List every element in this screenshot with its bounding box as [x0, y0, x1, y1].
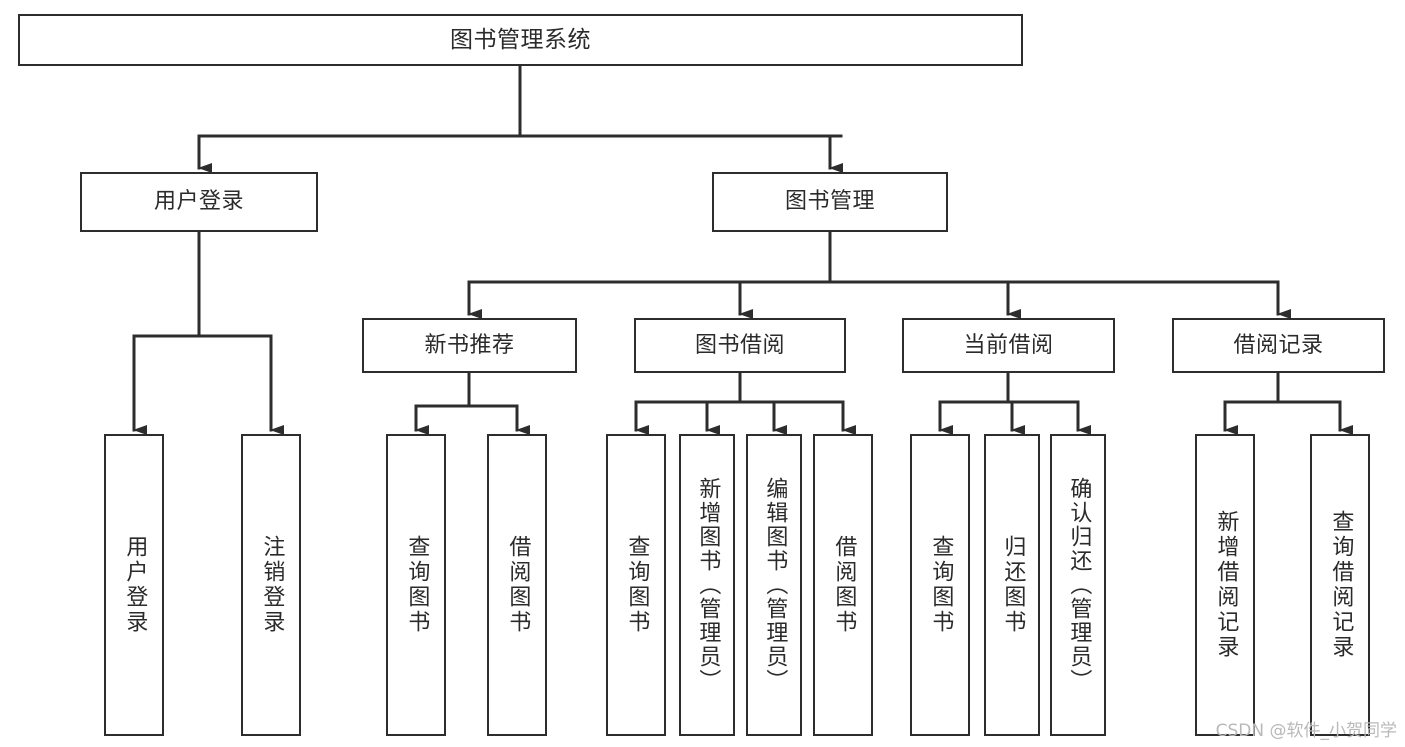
node-current-borrow[interactable]: 当前借阅 [902, 318, 1115, 373]
node-leaf-logout[interactable]: 注销登录 [241, 434, 301, 736]
watermark: CSDN @软件_小贺同学 [1215, 721, 1397, 741]
node-leaf-query-book-1[interactable]: 查询图书 [386, 434, 446, 736]
node-new-book-recommend[interactable]: 新书推荐 [362, 318, 577, 373]
node-leaf-add-record-label: 新增借阅记录 [1213, 510, 1239, 660]
node-root-label: 图书管理系统 [450, 26, 591, 53]
node-leaf-borrow-book-1[interactable]: 借阅图书 [487, 434, 547, 736]
node-book-borrow-label: 图书借阅 [694, 332, 785, 358]
node-leaf-return-book[interactable]: 归还图书 [984, 434, 1040, 736]
node-leaf-add-book-label: 新增图书（管理员） [695, 477, 721, 693]
node-leaf-edit-book[interactable]: 编辑图书（管理员） [746, 434, 802, 736]
node-user-login-label: 用户登录 [153, 189, 244, 215]
node-book-borrow[interactable]: 图书借阅 [634, 318, 846, 373]
node-new-book-recommend-label: 新书推荐 [424, 332, 515, 358]
node-leaf-user-login[interactable]: 用户登录 [104, 434, 164, 736]
node-root[interactable]: 图书管理系统 [18, 14, 1023, 66]
node-leaf-edit-book-label: 编辑图书（管理员） [762, 477, 788, 693]
node-leaf-query-record[interactable]: 查询借阅记录 [1310, 434, 1370, 736]
node-leaf-borrow-book-2-label: 借阅图书 [831, 535, 857, 635]
node-leaf-query-book-2[interactable]: 查询图书 [606, 434, 666, 736]
node-leaf-borrow-book-1-label: 借阅图书 [505, 535, 531, 635]
node-user-login[interactable]: 用户登录 [80, 172, 318, 232]
node-leaf-add-record[interactable]: 新增借阅记录 [1195, 434, 1255, 736]
node-book-manage-label: 图书管理 [784, 189, 875, 215]
node-leaf-query-book-3-label: 查询图书 [928, 535, 954, 635]
node-borrow-record-label: 借阅记录 [1233, 332, 1324, 358]
node-borrow-record[interactable]: 借阅记录 [1172, 318, 1385, 373]
node-leaf-confirm-return[interactable]: 确认归还（管理员） [1050, 434, 1106, 736]
node-leaf-logout-label: 注销登录 [259, 535, 285, 635]
node-book-manage[interactable]: 图书管理 [712, 172, 948, 232]
node-leaf-return-book-label: 归还图书 [1000, 535, 1026, 635]
node-leaf-query-record-label: 查询借阅记录 [1328, 510, 1354, 660]
node-current-borrow-label: 当前借阅 [963, 332, 1054, 358]
node-leaf-add-book[interactable]: 新增图书（管理员） [679, 434, 735, 736]
node-leaf-query-book-2-label: 查询图书 [624, 535, 650, 635]
node-leaf-confirm-return-label: 确认归还（管理员） [1066, 477, 1092, 693]
node-leaf-query-book-3[interactable]: 查询图书 [910, 434, 970, 736]
node-leaf-query-book-1-label: 查询图书 [404, 535, 430, 635]
node-leaf-user-login-label: 用户登录 [122, 535, 148, 635]
node-leaf-borrow-book-2[interactable]: 借阅图书 [813, 434, 873, 736]
